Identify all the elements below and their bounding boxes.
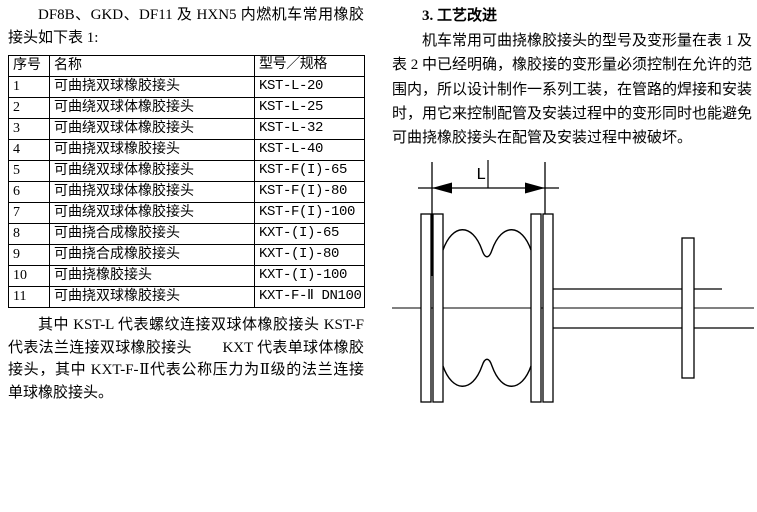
right-dimension-arrow-icon	[525, 182, 545, 194]
row-number-cell: 1	[8, 76, 50, 98]
joint-drawing: L	[392, 158, 754, 458]
row-number-cell: 2	[8, 97, 50, 119]
row-number-cell: 5	[8, 160, 50, 182]
model-cell: KST-L-32	[254, 118, 365, 140]
header-cell-number: 序号	[8, 55, 50, 77]
right-flange-plate-inner	[530, 213, 542, 404]
joint-name-cell: 可曲挠双球橡胶接头	[49, 139, 255, 161]
bellows-top-profile	[442, 229, 532, 258]
joint-name-cell: 可曲挠双球橡胶接头	[49, 286, 255, 308]
far-right-flange	[681, 237, 695, 380]
table-header-row: 序号 名称 型号／规格	[8, 55, 365, 77]
joint-name-cell: 可曲挠合成橡胶接头	[49, 223, 255, 245]
model-cell: KST-F(I)-80	[254, 181, 365, 203]
model-cell: KST-F(I)-100	[254, 202, 365, 224]
bellows-bottom-profile	[442, 359, 532, 388]
joint-name-cell: 可曲挠双球橡胶接头	[49, 76, 255, 98]
model-cell: KST-F(I)-65	[254, 160, 365, 182]
joint-name-cell: 可曲绕双球体橡胶接头	[49, 118, 255, 140]
row-number-cell: 9	[8, 244, 50, 266]
left-column: DF8B、GKD、DF11 及 HXN5 内燃机车常用橡胶接头如下表 1: 序号…	[8, 4, 365, 404]
model-cell: KXT-F-Ⅱ DN100	[254, 286, 365, 308]
joint-name-cell: 可曲挠橡胶接头	[49, 265, 255, 287]
model-cell: KXT-(I)-65	[254, 223, 365, 245]
row-number-cell: 3	[8, 118, 50, 140]
dimension-label: L	[476, 166, 486, 185]
body-paragraph: 机车常用可曲挠橡胶接头的型号及变形量在表 1 及表 2 中已经明确，橡胶接的变形…	[392, 33, 753, 147]
right-flange-plate-outer	[542, 213, 554, 404]
joint-name-cell: 可曲绕双球体橡胶接头	[49, 97, 255, 119]
header-cell-model: 型号／规格	[254, 55, 365, 77]
joint-name-cell: 可曲绕双球体橡胶接头	[49, 160, 255, 182]
left-flange-plate-outer	[420, 213, 432, 404]
row-number-cell: 10	[8, 265, 50, 287]
joint-name-cell: 可曲挠合成橡胶接头	[49, 244, 255, 266]
model-cell: KST-L-25	[254, 97, 365, 119]
model-cell: KXT-(I)-100	[254, 265, 365, 287]
left-dimension-arrow-icon	[432, 182, 452, 194]
joint-name-cell: 可曲挠双球体橡胶接头	[49, 181, 255, 203]
intro-paragraph: DF8B、GKD、DF11 及 HXN5 内燃机车常用橡胶接头如下表 1:	[8, 7, 364, 46]
header-cell-name: 名称	[49, 55, 255, 77]
model-cell: KST-L-40	[254, 139, 365, 161]
row-number-cell: 4	[8, 139, 50, 161]
joint-drawing-svg: L	[392, 160, 754, 404]
model-cell: KST-L-20	[254, 76, 365, 98]
right-column: 3. 工艺改进 机车常用可曲挠橡胶接头的型号及变形量在表 1 及表 2 中已经明…	[392, 4, 754, 458]
section-heading: 3. 工艺改进	[422, 8, 498, 24]
joint-name-cell: 可曲绕双球体橡胶接头	[49, 202, 255, 224]
model-cell: KXT-(I)-80	[254, 244, 365, 266]
row-number-cell: 6	[8, 181, 50, 203]
row-number-cell: 8	[8, 223, 50, 245]
note-paragraph: 其中 KST-L 代表螺纹连接双球体橡胶接头 KST-F 代表法兰连接双球橡胶接…	[8, 317, 364, 401]
row-number-cell: 7	[8, 202, 50, 224]
table-header: 序号 名称 型号／规格	[8, 55, 365, 77]
row-number-cell: 11	[8, 286, 50, 308]
left-flange-plate-inner	[432, 213, 444, 404]
